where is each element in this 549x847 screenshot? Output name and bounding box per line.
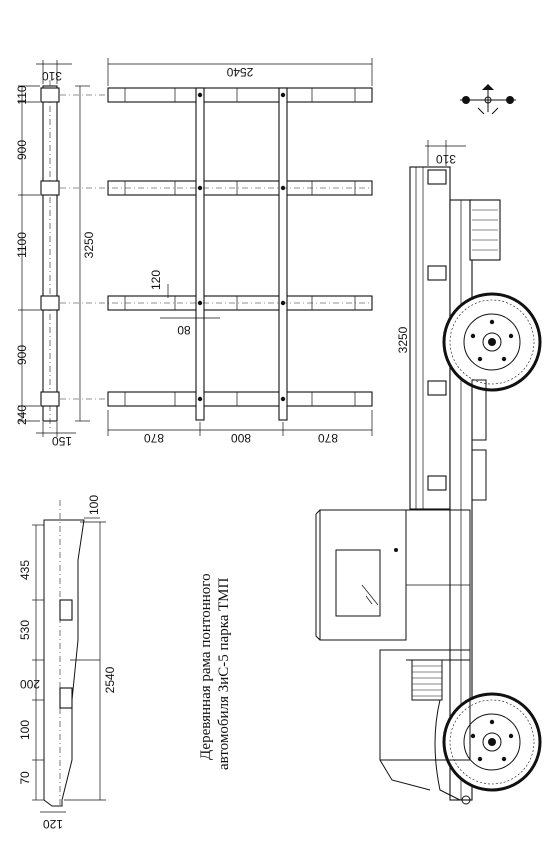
dim-900: 900 xyxy=(15,345,29,365)
dim-240: 240 xyxy=(15,405,29,425)
dim-100-top: 100 xyxy=(87,495,101,515)
truck-side-view: 310 3250 xyxy=(315,140,542,805)
side-block xyxy=(59,599,73,621)
caption-line-2: автомобиля ЗиС-5 парка ТМП xyxy=(216,578,232,770)
dim-200: 200 xyxy=(20,677,40,691)
truck-dim-3250: 3250 xyxy=(396,326,410,353)
dim-70: 70 xyxy=(18,771,32,785)
dim-2540-side: 2540 xyxy=(103,666,117,693)
emblem-icon xyxy=(460,84,516,115)
cross-member-4 xyxy=(107,391,373,407)
dim-870: 870 xyxy=(144,431,164,445)
truck-hood xyxy=(379,649,471,791)
dim-435: 435 xyxy=(18,560,32,580)
dim-310: 310 xyxy=(42,69,62,83)
side-block xyxy=(40,295,60,311)
side-block xyxy=(40,391,60,407)
frame-plan-view: 110 900 1100 900 240 310 150 3250 2540 8… xyxy=(15,58,373,448)
frame-side-profile: 435 530 200 100 70 100 2540 120 xyxy=(18,495,117,831)
side-block xyxy=(40,87,60,103)
long-rail-1 xyxy=(195,87,205,421)
dim-120: 120 xyxy=(43,817,63,831)
truck-dim-310: 310 xyxy=(436,152,456,166)
dim-110: 110 xyxy=(15,85,29,104)
side-block xyxy=(59,687,73,709)
caption-line-1: Деревянная рама понтонного xyxy=(198,573,214,760)
dim-2540-top: 2540 xyxy=(226,65,253,79)
front-wheel xyxy=(434,692,542,801)
dim-150: 150 xyxy=(52,434,72,448)
rear-wheel xyxy=(442,292,542,392)
truck-cab xyxy=(315,509,471,661)
dim-3250: 3250 xyxy=(82,231,96,258)
dim-100: 100 xyxy=(18,720,32,740)
dim-870: 870 xyxy=(318,431,338,445)
side-block xyxy=(40,180,60,196)
cross-member-1 xyxy=(107,87,373,103)
dim-120: 120 xyxy=(149,270,163,290)
dim-800: 800 xyxy=(231,431,251,445)
long-rail-2 xyxy=(278,87,288,421)
dim-80: 80 xyxy=(177,323,191,337)
dim-1100: 1100 xyxy=(15,232,29,258)
dim-530: 530 xyxy=(18,620,32,640)
dim-900: 900 xyxy=(15,140,29,160)
